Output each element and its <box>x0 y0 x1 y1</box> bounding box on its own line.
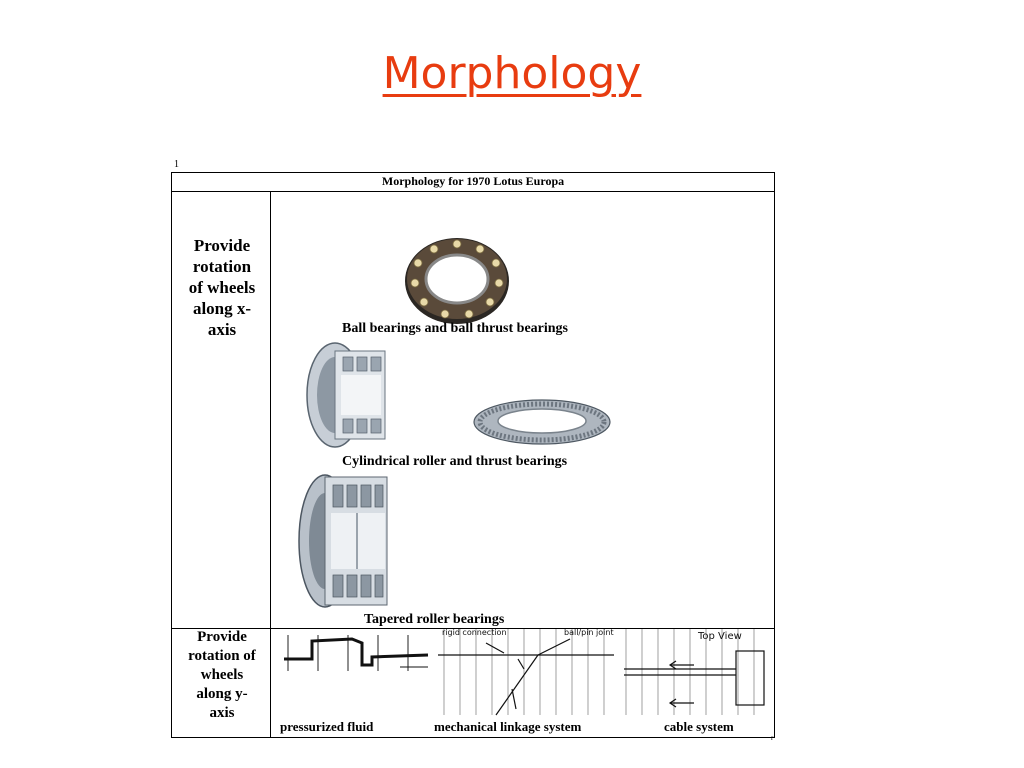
ball-thrust-bearing-icon <box>405 238 509 324</box>
note-top-view: Top View <box>697 631 742 642</box>
margin-mark-corner: r <box>771 734 774 742</box>
function-line: axis <box>207 320 237 339</box>
fluid-sketch-icon <box>284 635 429 671</box>
function-line: along y- <box>196 686 248 702</box>
function-line: Provide <box>197 629 247 645</box>
column-divider <box>270 192 271 737</box>
morphology-table: Morphology for 1970 Lotus Europa Provide… <box>171 172 775 738</box>
function-line: rotation of <box>188 648 256 664</box>
option-caption: pressurized fluid <box>280 719 374 734</box>
function-cell-x-axis: Provide rotation of wheels along x- axis <box>176 235 268 340</box>
table-heading: Morphology for 1970 Lotus Europa <box>172 173 774 192</box>
tapered-roller-bearing-icon <box>298 474 388 608</box>
option-caption: Ball bearings and ball thrust bearings <box>342 321 568 336</box>
option-caption: cable system <box>664 719 734 734</box>
option-caption: Cylindrical roller and thrust bearings <box>342 454 568 469</box>
cable-annotations: Top View <box>697 631 742 642</box>
slide-title: Morphology <box>382 48 642 99</box>
cable-sketch-icon <box>624 629 765 715</box>
row-divider <box>172 628 774 629</box>
linkage-sketch-icon <box>438 629 614 716</box>
note-rigid-connection: rigid connection <box>442 628 507 637</box>
function-line: wheels <box>200 667 244 683</box>
function-line: along x- <box>192 299 252 318</box>
function-line: of wheels <box>188 278 256 297</box>
linkage-annotations: rigid connection ball/pin joint <box>442 628 614 637</box>
function-line: Provide <box>193 236 251 255</box>
note-ball-pin-joint: ball/pin joint <box>564 628 614 637</box>
margin-mark: 1 <box>174 159 179 170</box>
needle-thrust-bearing-icon <box>473 399 611 445</box>
cylindrical-roller-bearing-icon <box>306 342 386 448</box>
function-line: axis <box>209 705 235 721</box>
option-caption: mechanical linkage system <box>434 719 582 734</box>
function-line: rotation <box>192 257 252 276</box>
option-caption: Tapered roller bearings <box>364 612 505 627</box>
function-cell-y-axis: Provide rotation of wheels along y- axis <box>176 628 268 723</box>
